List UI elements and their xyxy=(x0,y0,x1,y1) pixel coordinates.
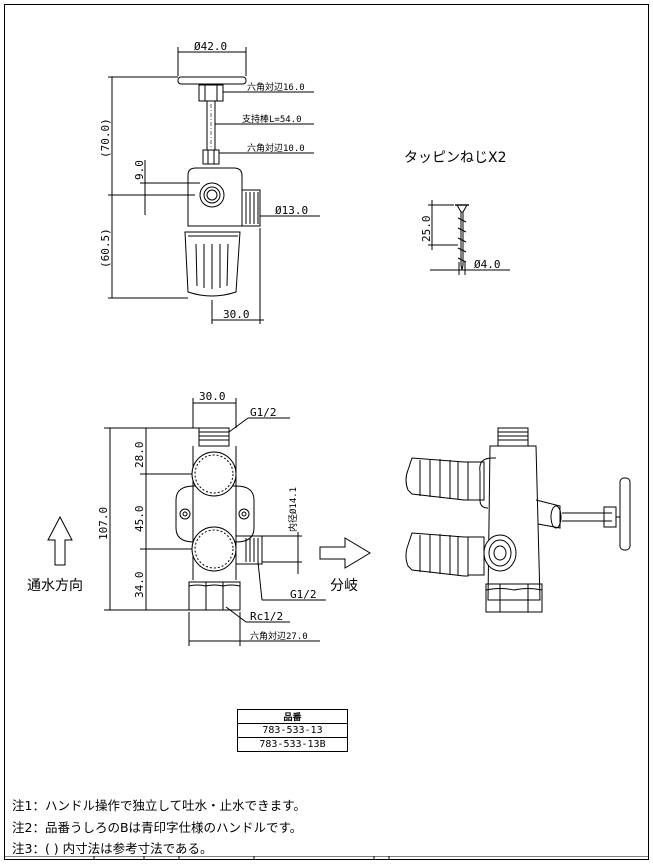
dim-34: 34.0 xyxy=(133,572,146,599)
screw-diameter: Ø4.0 xyxy=(474,258,501,271)
flow-up-arrow-icon xyxy=(47,515,73,566)
thread-side: G1/2 xyxy=(290,588,317,601)
dim-outlet-offset: 30.0 xyxy=(223,308,250,321)
front-view: 30.0 G1/2 28.0 107.0 45.0 34.0 内径Ø14.1 G… xyxy=(97,390,326,646)
dim-handle-dia: Ø42.0 xyxy=(194,40,227,53)
dim-height-lower: (60.5) xyxy=(99,228,112,268)
hex-bottom: 六角対辺27.0 xyxy=(250,630,308,642)
dim-front-width: 30.0 xyxy=(199,390,226,403)
screw-detail: タッピンねじX2 25.0 Ø4.0 xyxy=(404,150,510,275)
screw-title: タッピンねじX2 xyxy=(404,150,507,166)
note-2: 注2：品番うしろのBは青印字仕様のハンドルです。 xyxy=(12,820,303,835)
part-number-row: 783-533-13B xyxy=(237,737,348,752)
part-number-row: 783-533-13 xyxy=(237,723,348,738)
dim-height-upper: (70.0) xyxy=(99,118,112,158)
dim-107: 107.0 xyxy=(97,507,110,540)
dim-shaft: 支持棒L=54.0 xyxy=(242,113,302,125)
dim-28: 28.0 xyxy=(133,442,146,469)
branch-right-arrow-icon xyxy=(319,537,371,569)
part-table-header: 品番 xyxy=(237,709,348,724)
branch-label: 分岐 xyxy=(330,578,358,594)
flow-direction-label: 通水方向 xyxy=(27,578,83,594)
dim-45: 45.0 xyxy=(133,506,146,533)
dim-hex-mid: 六角対辺10.0 xyxy=(247,142,305,154)
dim-center-offset: 9.0 xyxy=(133,160,146,180)
isometric-view xyxy=(405,427,631,613)
inner-diameter: 内径Ø14.1 xyxy=(287,487,299,532)
dim-outlet-dia: Ø13.0 xyxy=(275,204,308,217)
title-block-edge xyxy=(4,856,649,860)
part-number-table: 品番 783-533-13 783-533-13B xyxy=(237,709,348,752)
dim-hex-top: 六角対辺16.0 xyxy=(247,81,305,93)
thread-bottom: Rc1/2 xyxy=(250,610,283,623)
drawing-sheet xyxy=(4,4,649,860)
top-view: Ø42.0 六角対辺16.0 支持棒L=54.0 六角対辺10.0 Ø13.0 … xyxy=(99,40,320,324)
screw-length: 25.0 xyxy=(420,216,433,243)
note-3: 注3：( ) 内寸法は参考寸法である。 xyxy=(12,841,213,856)
note-1: 注1：ハンドル操作で独立して吐水・止水できます。 xyxy=(12,798,306,813)
thread-top: G1/2 xyxy=(250,406,277,419)
